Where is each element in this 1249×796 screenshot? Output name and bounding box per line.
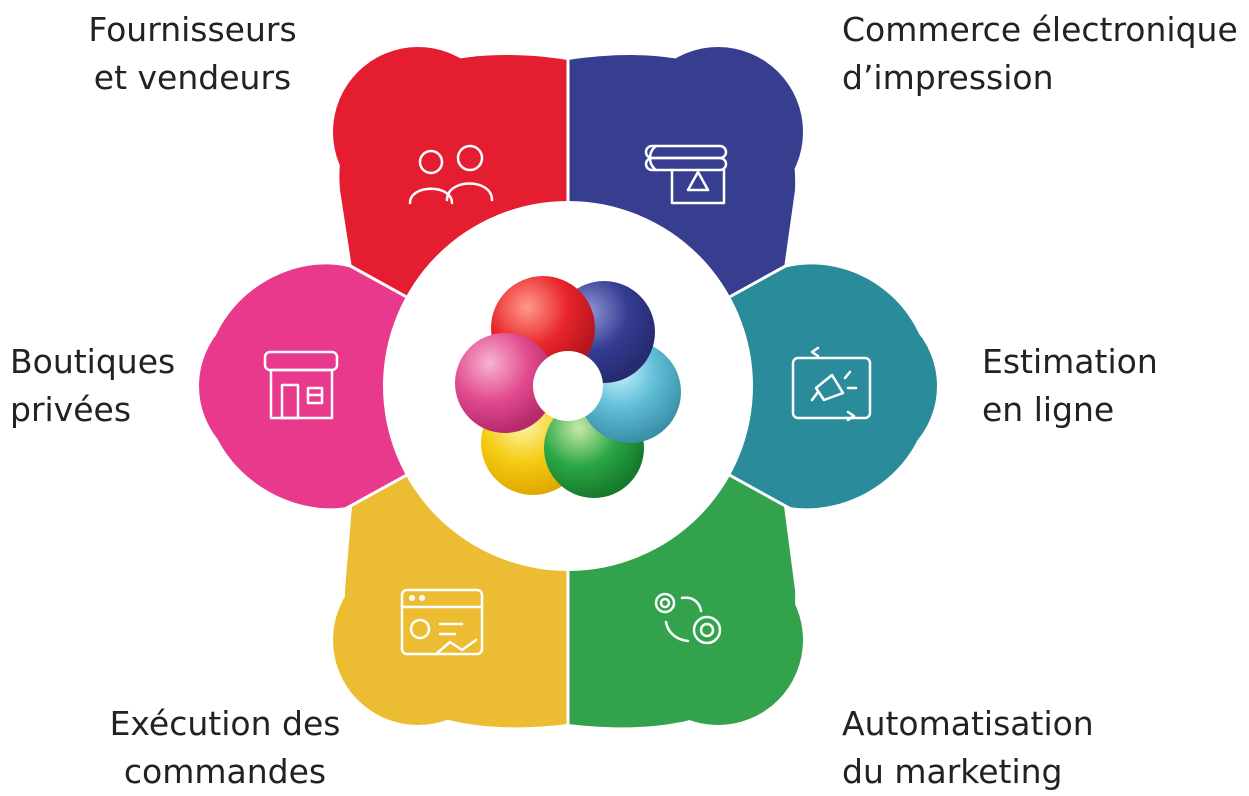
flower-logo [455,276,681,498]
label-commerce: Commerce électronique d’impression [842,10,1238,97]
label-fournisseurs: Fournisseurs et vendeurs [88,10,297,97]
logo-hole [533,351,603,421]
logo-petal-pink [455,333,555,433]
dashboard-dots [409,595,425,601]
label-boutiques: Boutiques privées [10,342,176,429]
megaphone-icon [791,346,872,422]
gears-icon [654,592,722,645]
printer-icon [644,144,728,205]
users-icon [408,144,494,205]
label-automatisation: Automatisation du marketing [842,704,1094,791]
label-estimation: Estimation en ligne [982,342,1158,429]
label-execution: Exécution des commandes [109,704,341,791]
dashboard-icon [400,588,484,656]
shop-icon [263,350,339,420]
